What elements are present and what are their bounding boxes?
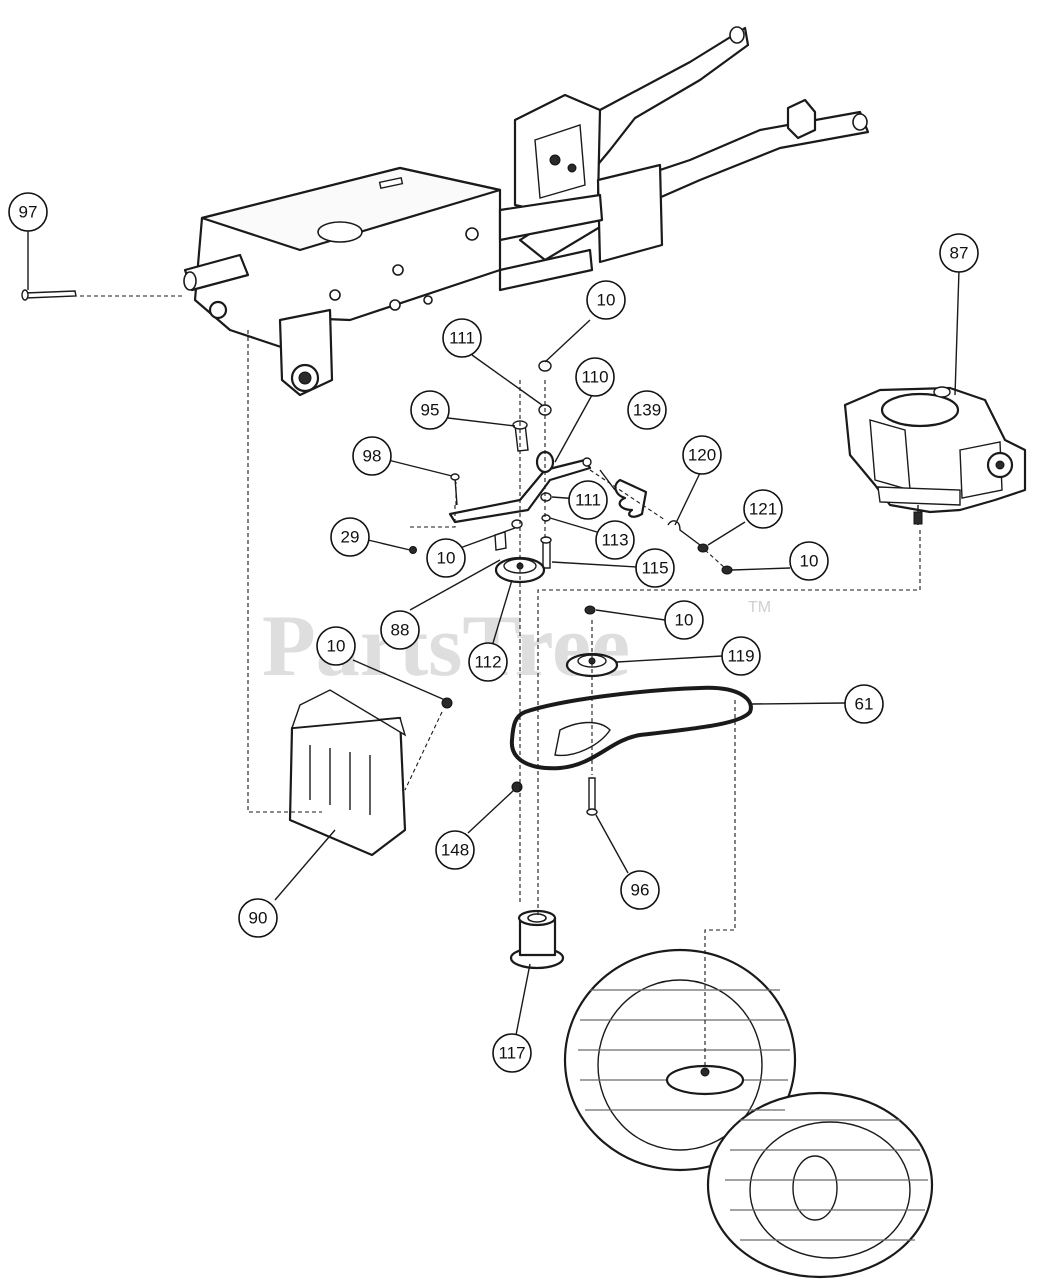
callout-61: 61: [844, 684, 884, 724]
callout-111: 111: [442, 318, 482, 358]
callout-10d: 10: [664, 600, 704, 640]
callout-label: 119: [727, 647, 754, 666]
callout-111b: 111: [568, 480, 608, 520]
callout-88: 88: [380, 610, 420, 650]
callout-112: 112: [468, 642, 508, 682]
callout-label: 112: [474, 653, 501, 672]
callout-label: 10: [437, 549, 456, 568]
callout-label: 96: [631, 881, 650, 900]
callout-120: 120: [682, 435, 722, 475]
callout-label: 10: [327, 637, 346, 656]
callout-label: 97: [19, 203, 38, 222]
weight-bracket-90: [288, 689, 453, 857]
callout-96: 96: [620, 870, 660, 910]
callout-label: 115: [641, 559, 668, 578]
callout-label: 111: [449, 329, 475, 348]
pulley-117: [509, 909, 565, 970]
callout-10: 10: [586, 280, 626, 320]
callout-label: 111: [575, 491, 601, 510]
callout-label: 10: [597, 291, 616, 310]
callout-90: 90: [238, 898, 278, 938]
callout-label: 113: [601, 531, 628, 550]
belt-61: [509, 685, 753, 771]
callout-label: 88: [391, 621, 410, 640]
callout-97: 97: [8, 192, 48, 232]
callout-95: 95: [410, 390, 450, 430]
engine-87: [843, 386, 1027, 525]
pin-97: [21, 289, 77, 301]
callout-10b: 10: [426, 538, 466, 578]
callout-label: 29: [341, 528, 360, 547]
callout-label: 139: [633, 401, 661, 420]
reference-lines: [80, 295, 921, 1070]
callout-110: 110: [575, 357, 615, 397]
leader-lines: [27, 230, 960, 1036]
callout-29: 29: [330, 517, 370, 557]
callout-label: 148: [441, 841, 469, 860]
callout-label: 98: [363, 447, 382, 466]
callout-label: 10: [800, 552, 819, 571]
callout-label: 110: [581, 368, 608, 387]
frame-assembly: [183, 26, 870, 397]
rear-wheels: [563, 948, 934, 1279]
watermark-trademark: TM: [748, 599, 771, 616]
callout-label: 61: [855, 695, 874, 714]
callout-label: 87: [950, 244, 969, 263]
callout-label: 117: [498, 1044, 525, 1063]
callout-10e: 10: [316, 626, 356, 666]
callout-139: 139: [627, 390, 667, 430]
callout-121: 121: [743, 489, 783, 529]
callout-113: 113: [595, 520, 635, 560]
callout-117: 117: [492, 1033, 532, 1073]
callout-98: 98: [352, 436, 392, 476]
callout-119: 119: [721, 636, 761, 676]
callout-87: 87: [939, 233, 979, 273]
callout-148: 148: [435, 830, 475, 870]
callout-label: 90: [249, 909, 268, 928]
callout-label: 10: [675, 611, 694, 630]
callout-label: 121: [749, 500, 777, 519]
callout-label: 95: [421, 401, 440, 420]
callout-115: 115: [635, 548, 675, 588]
idler-assembly: [409, 360, 733, 816]
callout-label: 120: [688, 446, 716, 465]
callout-10c: 10: [789, 541, 829, 581]
